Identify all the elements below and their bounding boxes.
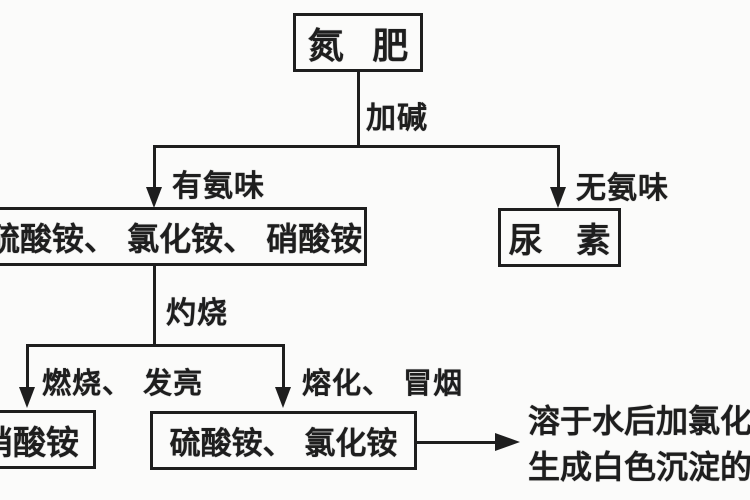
node-nitrogen-fertilizer: 氮 肥 <box>293 13 423 72</box>
node-ammonium-nitrate-label: 硝酸铵 <box>0 422 79 462</box>
connector-burn-drop <box>26 344 29 391</box>
connector-melt-drop <box>282 344 285 391</box>
node-urea: 尿 素 <box>498 208 621 267</box>
node-ammonium-salts: 硫酸铵、 氯化铵、 硝酸铵 <box>0 207 367 266</box>
edge-label-melts-smokes: 熔化、 冒烟 <box>302 366 464 400</box>
arrow-right-icon <box>495 433 520 451</box>
edge-label-burns-bright: 燃烧、 发亮 <box>42 366 204 400</box>
edge-label-ignite: 灼烧 <box>166 296 228 331</box>
arrow-down-icon <box>550 187 566 208</box>
node-sulfate-and-chloride: 硫酸铵、 氯化铵 <box>150 411 417 470</box>
arrow-down-icon <box>146 187 162 208</box>
edge-label-add-alkali: 加碱 <box>366 101 428 136</box>
connector-ignite-down <box>153 264 156 347</box>
connector-branch-bottom <box>26 344 285 347</box>
arrow-down-icon <box>19 387 35 408</box>
connector-left-drop <box>153 145 156 191</box>
result-note: 溶于水后加氯化 生成白色沉淀的 <box>528 398 750 493</box>
result-note-line-2: 生成白色沉淀的 <box>528 448 750 486</box>
node-nitrogen-fertilizer-label: 氮 肥 <box>307 25 409 67</box>
connector-result-line <box>417 441 498 444</box>
connector-right-drop <box>557 145 560 191</box>
edge-label-no-ammonia-smell: 无氨味 <box>576 171 669 206</box>
result-note-line-1: 溶于水后加氯化 <box>528 402 750 440</box>
node-sulfate-and-chloride-label: 硫酸铵、 氯化铵 <box>169 426 398 462</box>
node-ammonium-nitrate: 硝酸铵 <box>0 410 96 469</box>
connector-root-down <box>357 71 360 148</box>
node-ammonium-salts-label: 硫酸铵、 氯化铵、 硝酸铵 <box>0 219 363 258</box>
arrow-down-icon <box>275 387 291 408</box>
edge-label-ammonia-smell: 有氨味 <box>172 169 265 204</box>
node-urea-label: 尿 素 <box>508 221 611 261</box>
connector-branch-top <box>153 145 560 148</box>
